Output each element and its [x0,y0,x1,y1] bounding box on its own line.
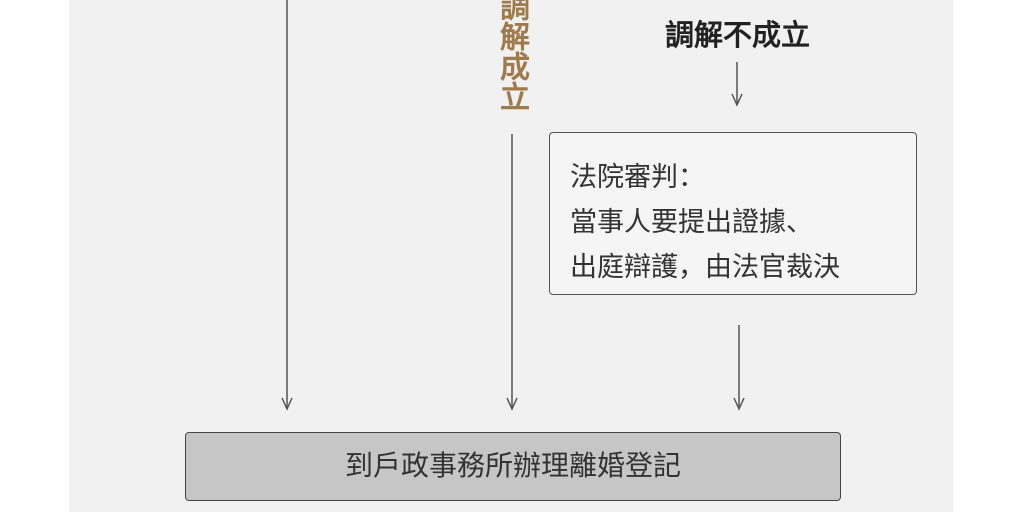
mediation-success-label: 調解成立 [494,0,529,111]
mediation-fail-label: 調解不成立 [664,18,810,52]
arrow-left-head [281,397,293,411]
divorce-registration-box: 到戶政事務所辦理離婚登記 [185,432,841,501]
court-trial-box: 法院審判： 當事人要提出證據、 出庭辯護，由法官裁決 [549,132,917,295]
arrow-fail-to-court-head [731,93,743,107]
court-box-line-1: 法院審判： [570,162,705,193]
arrow-middle-head [506,397,518,411]
court-box-line-3: 出庭辯護，由法官裁決 [570,252,840,283]
arrow-court-to-final-head [733,397,745,411]
court-box-line-2: 當事人要提出證據、 [570,207,813,238]
divorce-registration-label: 到戶政事務所辦理離婚登記 [344,449,681,482]
